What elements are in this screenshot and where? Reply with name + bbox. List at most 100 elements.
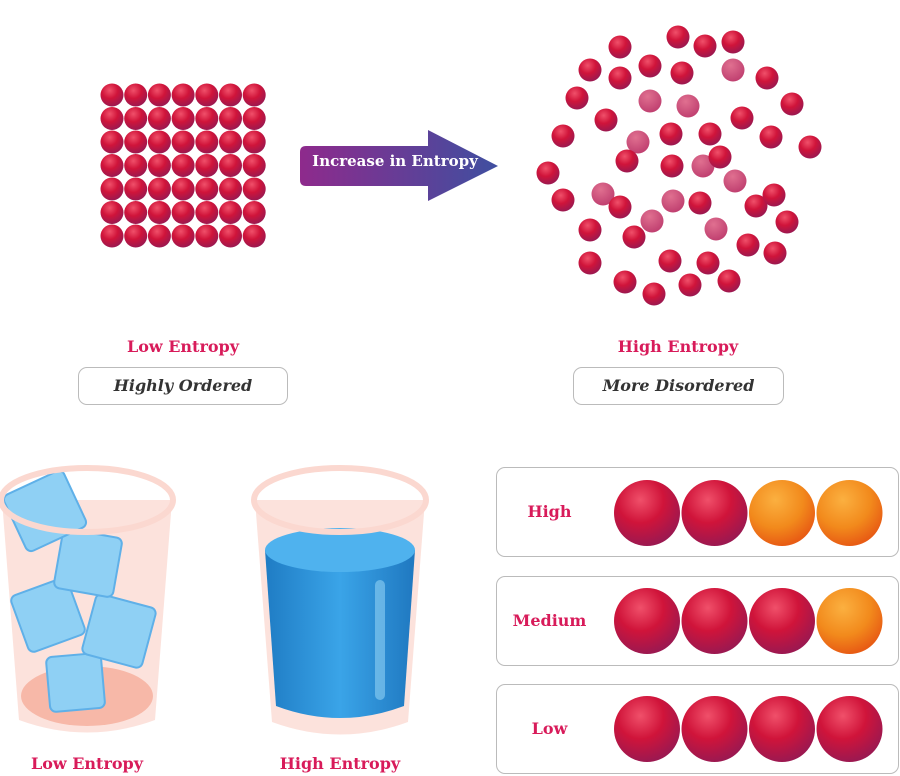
particle — [124, 154, 148, 177]
particle — [195, 107, 219, 130]
particle — [147, 130, 171, 154]
red-ball — [614, 480, 680, 546]
particle — [242, 130, 266, 154]
particle — [730, 106, 754, 130]
particle — [242, 154, 266, 177]
particle — [171, 177, 195, 201]
particle — [613, 270, 637, 294]
particle — [242, 201, 266, 224]
particle — [124, 224, 148, 248]
particle — [698, 122, 722, 146]
particle — [195, 201, 219, 224]
particle — [147, 177, 171, 201]
particle — [100, 177, 124, 201]
red-ball — [681, 696, 748, 762]
particle — [100, 83, 124, 107]
red-ball — [681, 588, 748, 654]
particle — [124, 177, 148, 201]
particle — [565, 86, 589, 110]
particle — [693, 34, 717, 58]
particle — [100, 201, 124, 224]
particle — [704, 217, 728, 241]
particle — [195, 130, 219, 154]
particle — [696, 251, 720, 275]
particle — [219, 224, 242, 248]
level-label: Low — [531, 719, 568, 738]
level-label: High — [527, 502, 572, 521]
particle — [100, 154, 124, 177]
particle — [763, 241, 787, 265]
particle — [660, 154, 684, 178]
particle — [615, 149, 639, 173]
particle — [755, 66, 779, 90]
orange-ball — [816, 480, 883, 546]
orange-ball — [816, 588, 883, 654]
right-state-title: High Entropy — [617, 337, 739, 356]
particle — [691, 154, 715, 178]
particle — [608, 35, 632, 59]
particle — [219, 83, 242, 107]
particle — [171, 130, 195, 154]
disordered-particles — [536, 25, 822, 306]
particle — [242, 224, 266, 248]
red-ball — [681, 480, 748, 546]
level-row-high: High — [496, 467, 899, 557]
particle — [578, 251, 602, 275]
particle — [717, 269, 741, 293]
particle — [638, 89, 662, 113]
particle — [594, 108, 618, 132]
glass-water — [251, 465, 429, 735]
particle — [147, 154, 171, 177]
particle — [661, 189, 685, 213]
particle — [551, 188, 575, 212]
particle — [171, 83, 195, 107]
particle — [775, 210, 799, 234]
particle — [780, 92, 804, 116]
particle — [578, 218, 602, 242]
particle — [744, 194, 768, 218]
particle — [171, 224, 195, 248]
particle — [688, 191, 712, 215]
particle — [242, 83, 266, 107]
particle — [219, 107, 242, 130]
particle — [147, 201, 171, 224]
particle — [708, 145, 732, 169]
particle — [670, 61, 694, 85]
particle — [195, 83, 219, 107]
particle — [551, 124, 575, 148]
red-ball — [749, 588, 815, 654]
right-state-description: More Disordered — [573, 367, 784, 405]
particle — [171, 154, 195, 177]
particle — [759, 125, 783, 149]
particle — [626, 130, 650, 154]
level-label: Medium — [512, 611, 587, 630]
particle — [219, 177, 242, 201]
left-state-description: Highly Ordered — [78, 367, 288, 405]
particle — [678, 273, 702, 297]
particle — [638, 54, 662, 78]
red-ball — [614, 588, 680, 654]
particle — [676, 94, 700, 118]
arrow-icon — [300, 130, 498, 201]
particle — [659, 122, 683, 146]
red-ball — [749, 696, 815, 762]
left-state-title: Low Entropy — [126, 337, 240, 356]
particle — [100, 224, 124, 248]
particle — [762, 183, 786, 207]
particle — [721, 58, 745, 82]
particle — [736, 233, 760, 257]
particle — [536, 161, 560, 185]
red-ball — [614, 696, 680, 762]
particle — [608, 195, 632, 219]
particle — [666, 25, 690, 49]
particle — [219, 130, 242, 154]
particle — [658, 249, 682, 273]
glass-ice-label: Low Entropy — [30, 754, 144, 773]
particle — [622, 225, 646, 249]
level-balls — [614, 480, 883, 762]
particle — [124, 107, 148, 130]
particle — [640, 209, 664, 233]
particle — [171, 201, 195, 224]
red-ball — [816, 696, 883, 762]
